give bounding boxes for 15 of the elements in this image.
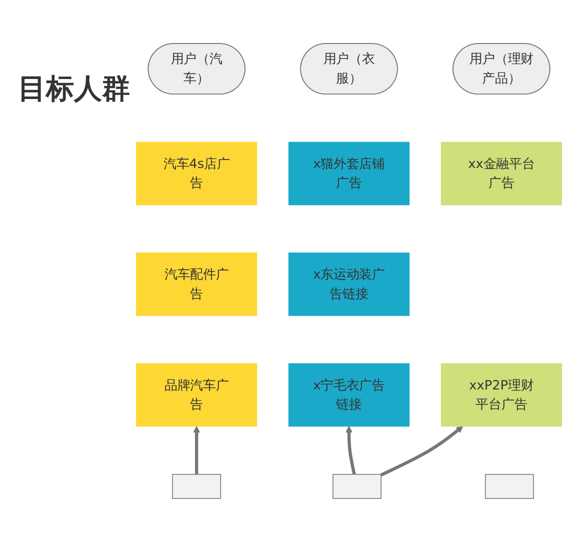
node-box: 汽车配件广告 (136, 252, 258, 316)
row-heading: 目标人群 (18, 71, 130, 107)
node-box: 品牌汽车广告 (136, 363, 258, 427)
arrow (380, 426, 464, 476)
node-box (484, 474, 534, 499)
node-box: xxP2P理财平台广告 (440, 363, 562, 427)
node-box (332, 474, 382, 499)
node-box: xx金融平台广告 (440, 142, 562, 206)
node-box: x宁毛衣广告链接 (288, 363, 410, 427)
node-box (172, 474, 222, 499)
node-box: x猫外套店铺广告 (288, 142, 410, 206)
node-box: x东运动装广告链接 (288, 252, 410, 316)
arrow (193, 426, 200, 474)
node-box: 汽车4s店广告 (136, 142, 258, 206)
arrow (345, 426, 356, 475)
